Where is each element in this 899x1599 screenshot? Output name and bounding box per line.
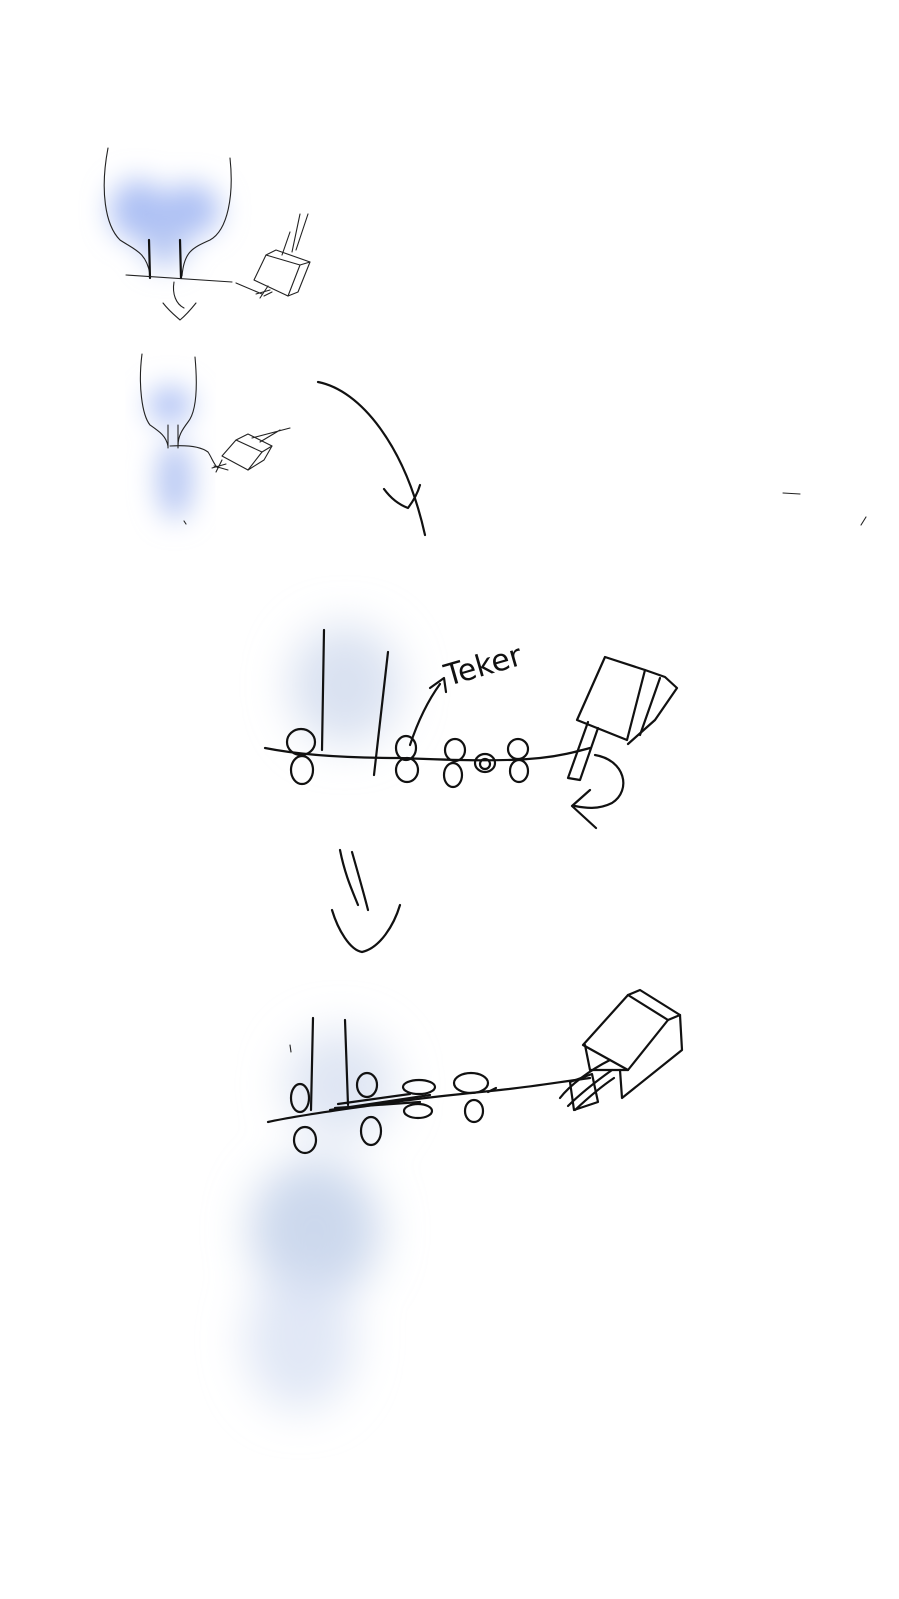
container-outline: [103, 147, 151, 275]
vertical-guide-left: [309, 1016, 315, 1112]
wire-line: [263, 746, 592, 762]
wire-line: [266, 1076, 592, 1124]
roller-icon: [442, 737, 467, 789]
vertical-guide-right: [372, 650, 390, 777]
sketch-panel-3: Teker: [263, 625, 679, 830]
down-arrow-icon: [330, 848, 402, 954]
curved-arrow-icon: [316, 380, 427, 537]
tool-box-icon: [566, 655, 679, 782]
sketch-panel-4: [245, 988, 684, 1410]
roller-icon: [285, 727, 317, 786]
roller-icon: [401, 1078, 437, 1120]
vertical-guide-right: [343, 1018, 350, 1107]
sketch-panel-1: [103, 147, 311, 321]
tool-box-icon: [558, 988, 684, 1112]
blue-wash-3: [290, 625, 400, 745]
blue-wash-4: [245, 1030, 395, 1410]
nozzle-right: [178, 238, 183, 280]
container-outline: [139, 353, 169, 447]
sketch-panel-2: [139, 353, 291, 525]
blue-wash-1: [110, 180, 220, 267]
roller-icon: [355, 1071, 383, 1147]
label-teker: Teker: [440, 638, 527, 694]
label-pointer: [408, 676, 448, 747]
wire-line: [125, 274, 263, 295]
roller-icon: [506, 737, 530, 784]
vertical-guide-left: [320, 628, 326, 752]
roller-icon: [289, 1082, 318, 1155]
roller-icon: [394, 734, 420, 784]
blue-wash-2: [148, 387, 193, 520]
tool-box-icon: [211, 427, 291, 473]
stray-mark: [860, 516, 867, 526]
down-arrow-icon: [162, 281, 197, 321]
tool-box-icon: [253, 213, 311, 299]
roller-icon: [452, 1071, 490, 1124]
return-arrow-icon: [570, 753, 625, 830]
nozzle-left: [147, 238, 152, 280]
roller-icon: [473, 752, 497, 774]
stray-mark: [782, 492, 801, 495]
wire-line: [169, 445, 219, 469]
